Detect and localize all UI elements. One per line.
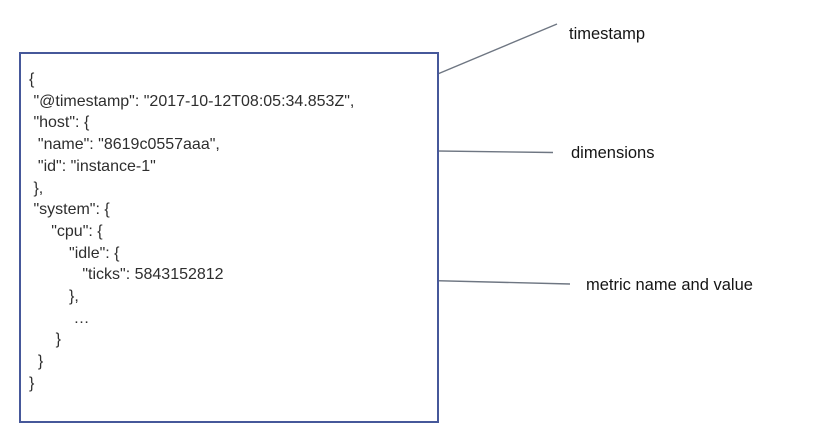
json-line-host-open: "host": { — [29, 114, 90, 132]
json-line-host-id: "id": "instance-1" — [29, 157, 156, 175]
json-line-timestamp: "@timestamp": "2017-10-12T08:05:34.853Z"… — [29, 92, 355, 110]
json-line-ticks: "ticks": 5843152812 — [29, 266, 224, 284]
json-code: { "@timestamp": "2017-10-12T08:05:34.853… — [29, 69, 354, 395]
timestamp-label: timestamp — [569, 25, 646, 43]
json-line-cpu-open: "cpu": { — [29, 222, 103, 240]
json-line-system-close: } — [29, 353, 44, 371]
json-line-system-open: "system": { — [29, 201, 110, 219]
json-line-host-close: }, — [29, 179, 44, 197]
json-line: { — [29, 71, 35, 88]
metric-name-and-value-label: metric name and value — [586, 276, 753, 294]
json-line-root-close: } — [29, 374, 35, 392]
json-event-box: { "@timestamp": "2017-10-12T08:05:34.853… — [19, 52, 439, 423]
dimensions-label: dimensions — [571, 144, 655, 162]
json-line-ellipsis: … — [29, 309, 90, 327]
json-line-cpu-close: } — [29, 331, 62, 349]
json-line-host-name: "name": "8619c0557aaa", — [29, 136, 220, 154]
json-line-idle-close: }, — [29, 288, 79, 306]
json-line-idle-open: "idle": { — [29, 244, 120, 262]
